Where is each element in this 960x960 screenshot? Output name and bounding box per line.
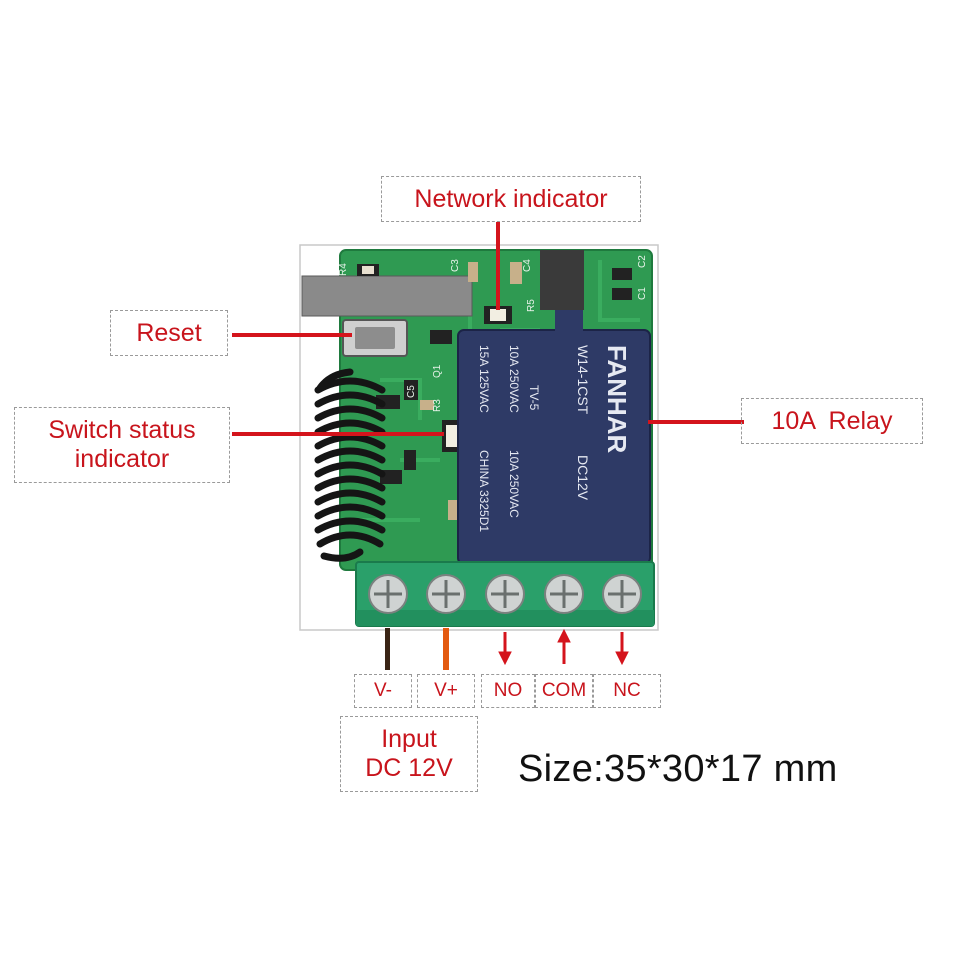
label-c2: C2 [637,255,648,268]
relay-callout: 10A Relay [741,398,923,444]
relay-label: 10A Relay [771,406,893,435]
antenna-coil [314,368,386,562]
reset-button[interactable] [342,319,408,357]
input-label-line1: Input [381,725,437,753]
label-c5: C5 [406,385,417,398]
label-r4: R4 [338,263,349,276]
arrow-no [498,632,512,666]
relay-rating-1: 10A 250VAC [507,345,521,413]
arrow-nc [615,632,629,666]
label-q1: Q1 [432,364,443,378]
network-indicator-leader-v [496,222,500,310]
terminal-vminus-text: V- [374,680,392,701]
terminal-nc-text: NC [613,680,641,701]
switch-status-callout: Switch status indicator [14,407,230,483]
screw-nc [602,574,642,614]
terminal-label-com: COM [535,674,593,708]
size-caption: Size:35*30*17 mm [518,748,838,790]
reset-leader [232,333,352,337]
input-callout: Input DC 12V [340,716,478,792]
relay-markings: FANHAR W14-1CST DC12V 10A 250VAC TV-5 10… [477,345,632,532]
switch-status-label-line1: Switch status [48,416,196,444]
terminal-vplus-text: V+ [434,680,458,701]
reset-callout: Reset [110,310,228,356]
relay-rating-3: 15A 125VAC [477,345,491,413]
relay-brand: FANHAR [602,345,632,454]
receiver-module [301,275,473,317]
label-c4: C4 [522,259,533,272]
terminal-label-vplus: V+ [417,674,475,708]
wire-vplus [443,628,449,670]
arrow-com [557,628,571,664]
relay-leader [648,420,744,424]
relay-coil: DC12V [575,455,591,501]
terminal-no-text: NO [493,680,523,701]
relay-rating-2: 10A 250VAC [507,450,521,518]
wire-vminus [385,628,390,670]
screw-com [544,574,584,614]
network-indicator-led [484,306,512,324]
screw-no [485,574,525,614]
input-label-line2: DC 12V [365,754,453,782]
label-r5: R5 [526,299,537,312]
terminal-label-nc: NC [593,674,661,708]
terminal-screws [368,574,642,614]
terminal-label-vminus: V- [354,674,412,708]
label-r3: R3 [432,399,443,412]
switch-status-leader [232,432,444,436]
label-c1: C1 [637,287,648,300]
terminal-label-no: NO [481,674,535,708]
label-c3: C3 [450,259,461,272]
screw-vminus [368,574,408,614]
terminal-com-text: COM [541,680,587,701]
relay-model: W14-1CST [575,345,591,415]
terminal-arrows [498,628,629,666]
relay-tv: TV-5 [527,385,541,411]
switch-status-label-line2: indicator [74,445,170,473]
reset-label: Reset [136,318,202,347]
pcb-silkscreen: R4 C3 C4 C2 C1 R5 Q1 R3 C5 [338,255,648,412]
network-indicator-label: Network indicator [414,184,608,213]
smd-components [357,250,632,520]
relay-origin: CHINA 3325D1 [477,450,491,532]
network-indicator-callout: Network indicator [381,176,641,222]
screw-vplus [426,574,466,614]
